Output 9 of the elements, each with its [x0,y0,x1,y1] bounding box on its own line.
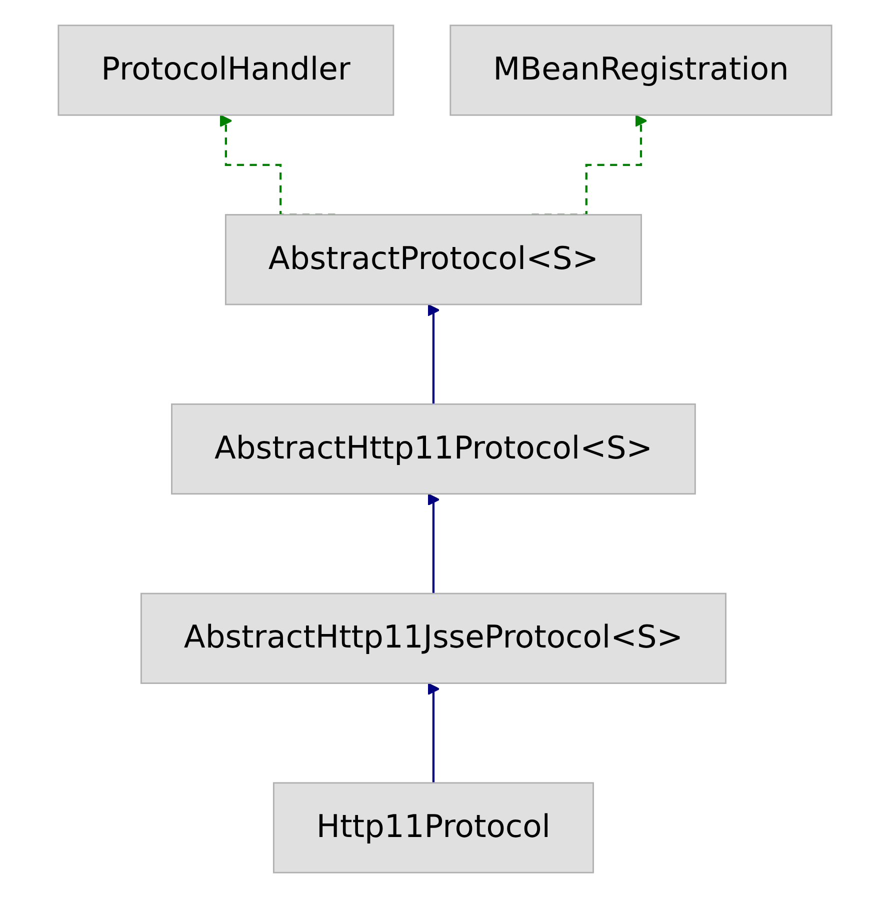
arrow [427,304,440,406]
node-box: ProtocolHandler [58,24,394,116]
arrow [427,493,440,595]
node-box: MBeanRegistration [450,24,832,116]
node-box: Http11Protocol [272,782,594,874]
arrow [427,682,440,784]
node-box: AbstractHttp11JsseProtocol<S> [140,592,726,684]
node-box: AbstractProtocol<S> [224,214,642,306]
node-box: AbstractHttp11Protocol<S> [171,403,696,495]
